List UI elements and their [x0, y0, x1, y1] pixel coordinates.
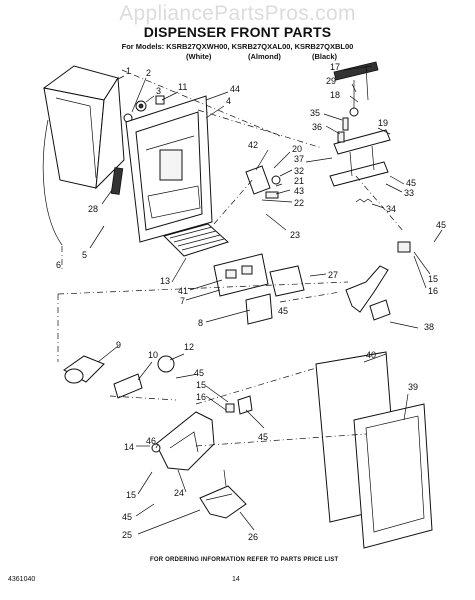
callout-label: 15	[126, 490, 136, 500]
part-right-arm	[345, 241, 411, 321]
callout-label: 43	[294, 186, 304, 196]
callout-label: 9	[116, 340, 121, 350]
callout-label: 16	[428, 286, 438, 296]
part-front-frame	[125, 95, 213, 243]
page-number: 14	[232, 576, 240, 583]
callout-label: 2	[146, 68, 151, 78]
part-door-panels	[315, 351, 433, 549]
callout-label: 6	[56, 260, 61, 270]
callout-label: 25	[122, 530, 132, 540]
callout-label: 40	[366, 350, 376, 360]
callout-label: 38	[424, 322, 434, 332]
model-list: For Models: KSRB27QXWH00, KSRB27QXAL00, …	[121, 42, 354, 51]
callout-label: 19	[378, 118, 388, 128]
callout-label: 45	[194, 368, 204, 378]
callout-label: 45	[258, 432, 268, 442]
part-drip-grille	[163, 223, 229, 257]
callout-label: 21	[294, 176, 304, 186]
ordering-note: FOR ORDERING INFORMATION REFER TO PARTS …	[150, 557, 339, 563]
callout-label: 1	[126, 66, 131, 76]
callout-label: 45	[436, 220, 446, 230]
callout-label: 26	[248, 532, 258, 542]
callout-label: 12	[184, 342, 194, 352]
document-number: 4361040	[8, 576, 36, 583]
callout-label: 15	[196, 380, 206, 390]
callout-label: 13	[160, 276, 170, 286]
part-bracket	[269, 265, 305, 297]
finish-white: (White)	[186, 52, 212, 61]
callout-label: 35	[310, 108, 320, 118]
part-spring	[355, 198, 373, 203]
leader-lines	[89, 65, 443, 535]
callout-label: 7	[180, 296, 185, 306]
callout-label: 41	[178, 286, 188, 296]
callout-label: 28	[88, 204, 98, 214]
callout-labels: 1 2 3 11 44 4 28 5 6 17 29 18 35 36 19 4…	[56, 62, 446, 542]
phantom-lines	[57, 69, 405, 447]
callout-label: 10	[148, 350, 158, 360]
page-title: DISPENSER FRONT PARTS	[143, 24, 332, 40]
callout-label: 37	[294, 154, 304, 164]
callout-label: 45	[406, 178, 416, 188]
callout-label: 32	[294, 166, 304, 176]
callout-label: 44	[230, 84, 240, 94]
callout-label: 14	[124, 442, 134, 452]
callout-label: 34	[386, 204, 396, 214]
callout-label: 29	[326, 76, 336, 86]
callout-label: 4	[226, 96, 231, 106]
callout-label: 8	[198, 318, 203, 328]
part-control-board	[213, 253, 269, 297]
part-lever-assembly	[329, 117, 391, 187]
callout-label: 20	[292, 144, 302, 154]
callout-label: 39	[408, 382, 418, 392]
callout-label: 3	[156, 86, 161, 96]
finish-almond: (Almond)	[248, 52, 281, 61]
part-fittings	[123, 95, 165, 123]
part-cover-plate	[245, 293, 273, 325]
callout-label: 24	[174, 488, 184, 498]
callout-label: 16	[196, 392, 206, 402]
callout-label: 27	[328, 270, 338, 280]
finish-black: (Black)	[312, 52, 338, 61]
callout-label: 18	[330, 90, 340, 100]
callout-label: 46	[146, 436, 156, 446]
callout-label: 15	[428, 274, 438, 284]
callout-label: 33	[404, 188, 414, 198]
callout-label: 23	[290, 230, 300, 240]
callout-label: 36	[312, 122, 322, 132]
part-trim-strip	[110, 167, 124, 195]
part-switch-cluster	[245, 165, 281, 199]
part-lower-lever	[151, 395, 253, 471]
callout-label: 45	[278, 306, 288, 316]
callout-label: 45	[122, 512, 132, 522]
callout-label: 17	[330, 62, 340, 72]
part-actuator-arm	[333, 61, 379, 117]
callout-label: 42	[248, 140, 258, 150]
part-lamp-assembly	[63, 355, 175, 399]
callout-label: 22	[294, 198, 304, 208]
watermark: AppliancePartsPros.com	[119, 2, 356, 25]
part-housing-cover	[42, 65, 125, 246]
callout-label: 11	[178, 82, 187, 92]
callout-label: 5	[82, 250, 87, 260]
part-funnel	[199, 469, 247, 519]
